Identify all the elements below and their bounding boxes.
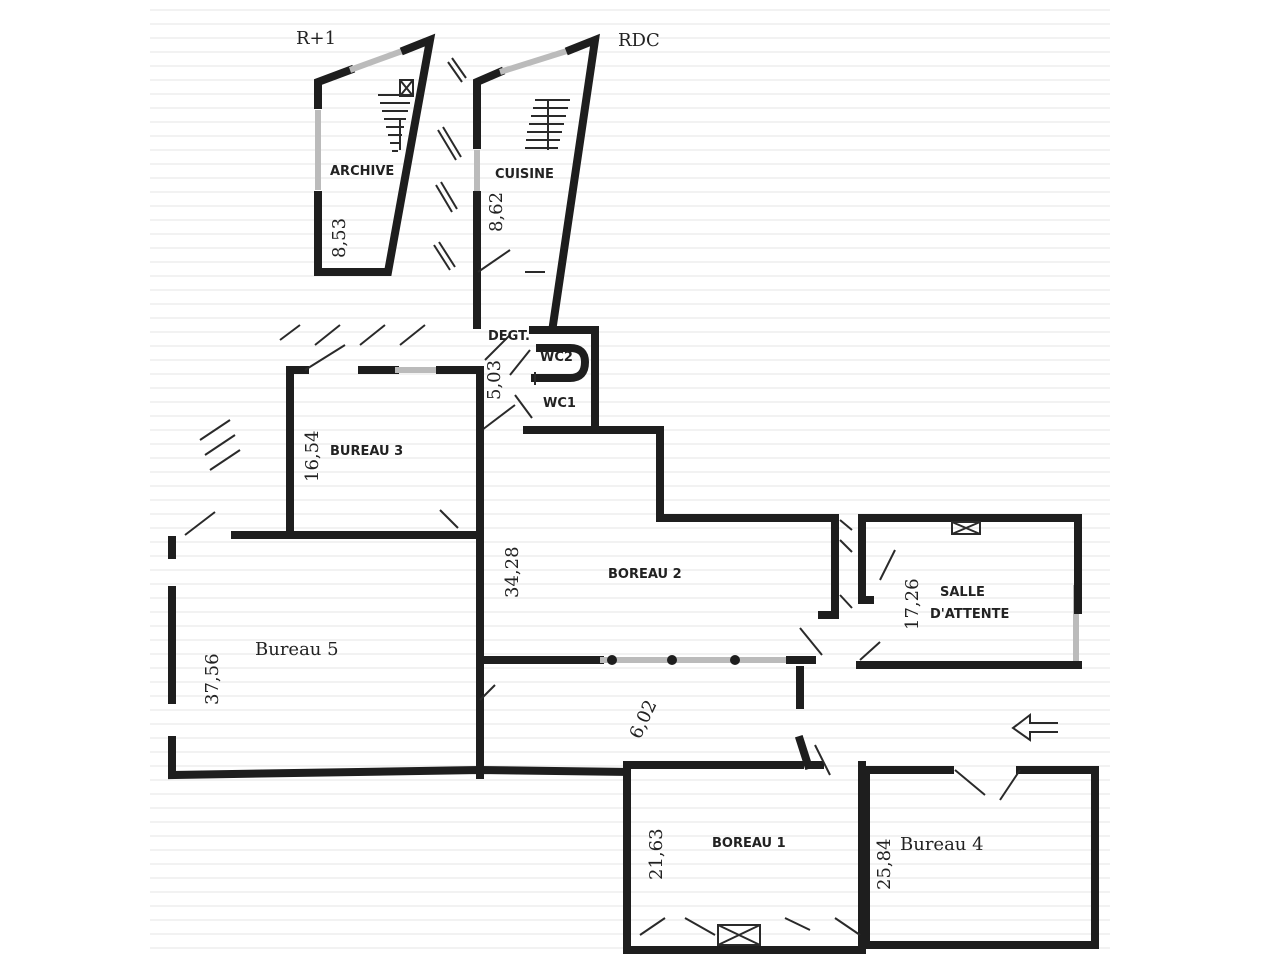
room-bureau-1: BOREAU 1 21,63 bbox=[623, 761, 866, 954]
room-bureau-2: BOREAU 2 34,28 bbox=[476, 366, 853, 779]
room-bureau-3: BUREAU 3 16,54 bbox=[184, 324, 481, 536]
room-name: Bureau 4 bbox=[900, 834, 984, 855]
room-area: 6,02 bbox=[625, 697, 661, 742]
room-name: BOREAU 2 bbox=[608, 567, 682, 582]
room-name: CUISINE bbox=[495, 167, 554, 182]
room-name: D'ATTENTE bbox=[930, 607, 1009, 622]
room-area: 25,84 bbox=[874, 838, 895, 890]
room-name: BOREAU 1 bbox=[712, 836, 786, 851]
room-cuisine: CUISINE 8,62 bbox=[473, 33, 600, 330]
arrow-left-icon bbox=[1011, 712, 1058, 742]
separator-hatch bbox=[433, 57, 467, 271]
stairs-icon bbox=[525, 99, 570, 150]
room-name: Bureau 5 bbox=[255, 639, 339, 660]
room-area: 8,53 bbox=[329, 218, 350, 258]
room-name: SALLE bbox=[940, 585, 985, 600]
room-name: WC1 bbox=[543, 396, 576, 411]
room-salle-attente: SALLE D'ATTENTE 17,26 bbox=[856, 514, 1082, 669]
separator-hatch bbox=[184, 324, 426, 536]
room-area: 17,26 bbox=[902, 578, 923, 630]
room-degagement-wc: DEGT. 5,03 WC2 WC1 bbox=[481, 326, 599, 434]
room-area: 16,54 bbox=[302, 430, 323, 482]
room-bureau-5: Bureau 5 37,56 bbox=[168, 531, 632, 780]
room-area: 5,03 bbox=[484, 360, 505, 400]
room-name: BUREAU 3 bbox=[330, 444, 403, 459]
level-label-upper: R+1 bbox=[296, 28, 336, 49]
level-label-ground: RDC bbox=[618, 30, 660, 51]
room-name: DEGT. bbox=[488, 329, 530, 344]
room-area: 37,56 bbox=[202, 653, 223, 705]
room-area: 34,28 bbox=[502, 546, 523, 598]
room-name: WC2 bbox=[540, 350, 573, 365]
room-corridor: 6,02 bbox=[479, 666, 1058, 776]
room-area: 8,62 bbox=[486, 192, 507, 232]
room-archive: ARCHIVE 8,53 bbox=[314, 33, 436, 276]
stairs-icon bbox=[378, 79, 414, 152]
room-bureau-4: Bureau 4 25,84 bbox=[862, 766, 1099, 949]
room-name: ARCHIVE bbox=[330, 164, 394, 179]
graph-paper-grid bbox=[150, 9, 1110, 949]
room-area: 21,63 bbox=[646, 828, 667, 880]
